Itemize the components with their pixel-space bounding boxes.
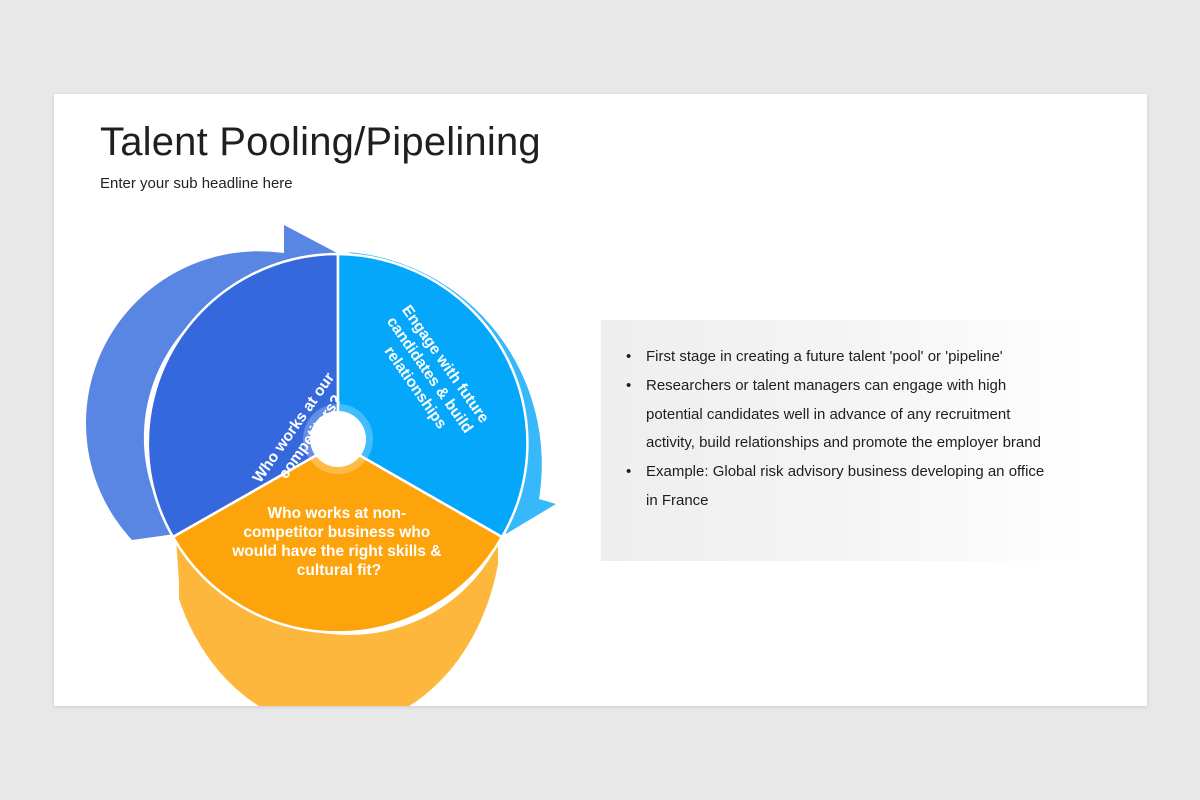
- bullet-item: • Researchers or talent managers can eng…: [626, 372, 1046, 458]
- slide-title: Talent Pooling/Pipelining: [100, 120, 541, 164]
- bullet-text-box: • First stage in creating a future talen…: [601, 320, 1089, 561]
- cycle-arrow-orange: [176, 539, 498, 706]
- slide: Talent Pooling/Pipelining Enter your sub…: [54, 94, 1147, 706]
- cycle-segment-non-competitor: [171, 441, 504, 634]
- bullet-text: First stage in creating a future talent …: [646, 348, 1003, 365]
- segment-label-non-competitor: Who works at non- competitor business wh…: [231, 505, 446, 579]
- bullet-dot-icon: •: [626, 463, 632, 481]
- cycle-arrow-blue: [85, 225, 337, 540]
- bullet-item: • Example: Global risk advisory business…: [626, 458, 1046, 516]
- bullet-dot-icon: •: [626, 376, 632, 394]
- bullet-text: Researchers or talent managers can engag…: [646, 376, 1041, 452]
- bullet-text: Example: Global risk advisory business d…: [646, 463, 1045, 509]
- cycle-segment-competitors: [146, 252, 340, 539]
- bullet-dot-icon: •: [626, 348, 632, 365]
- bullet-item: • First stage in creating a future talen…: [626, 343, 1046, 372]
- cycle-segment-engage: [336, 252, 529, 539]
- center-hub: [310, 411, 366, 467]
- slide-subtitle: Enter your sub headline here: [100, 175, 293, 192]
- bullet-list: • First stage in creating a future talen…: [601, 320, 1089, 516]
- cycle-diagram: Who works at our competitors? Engage wit…: [85, 225, 556, 706]
- cycle-arrow-cyan: [347, 252, 556, 534]
